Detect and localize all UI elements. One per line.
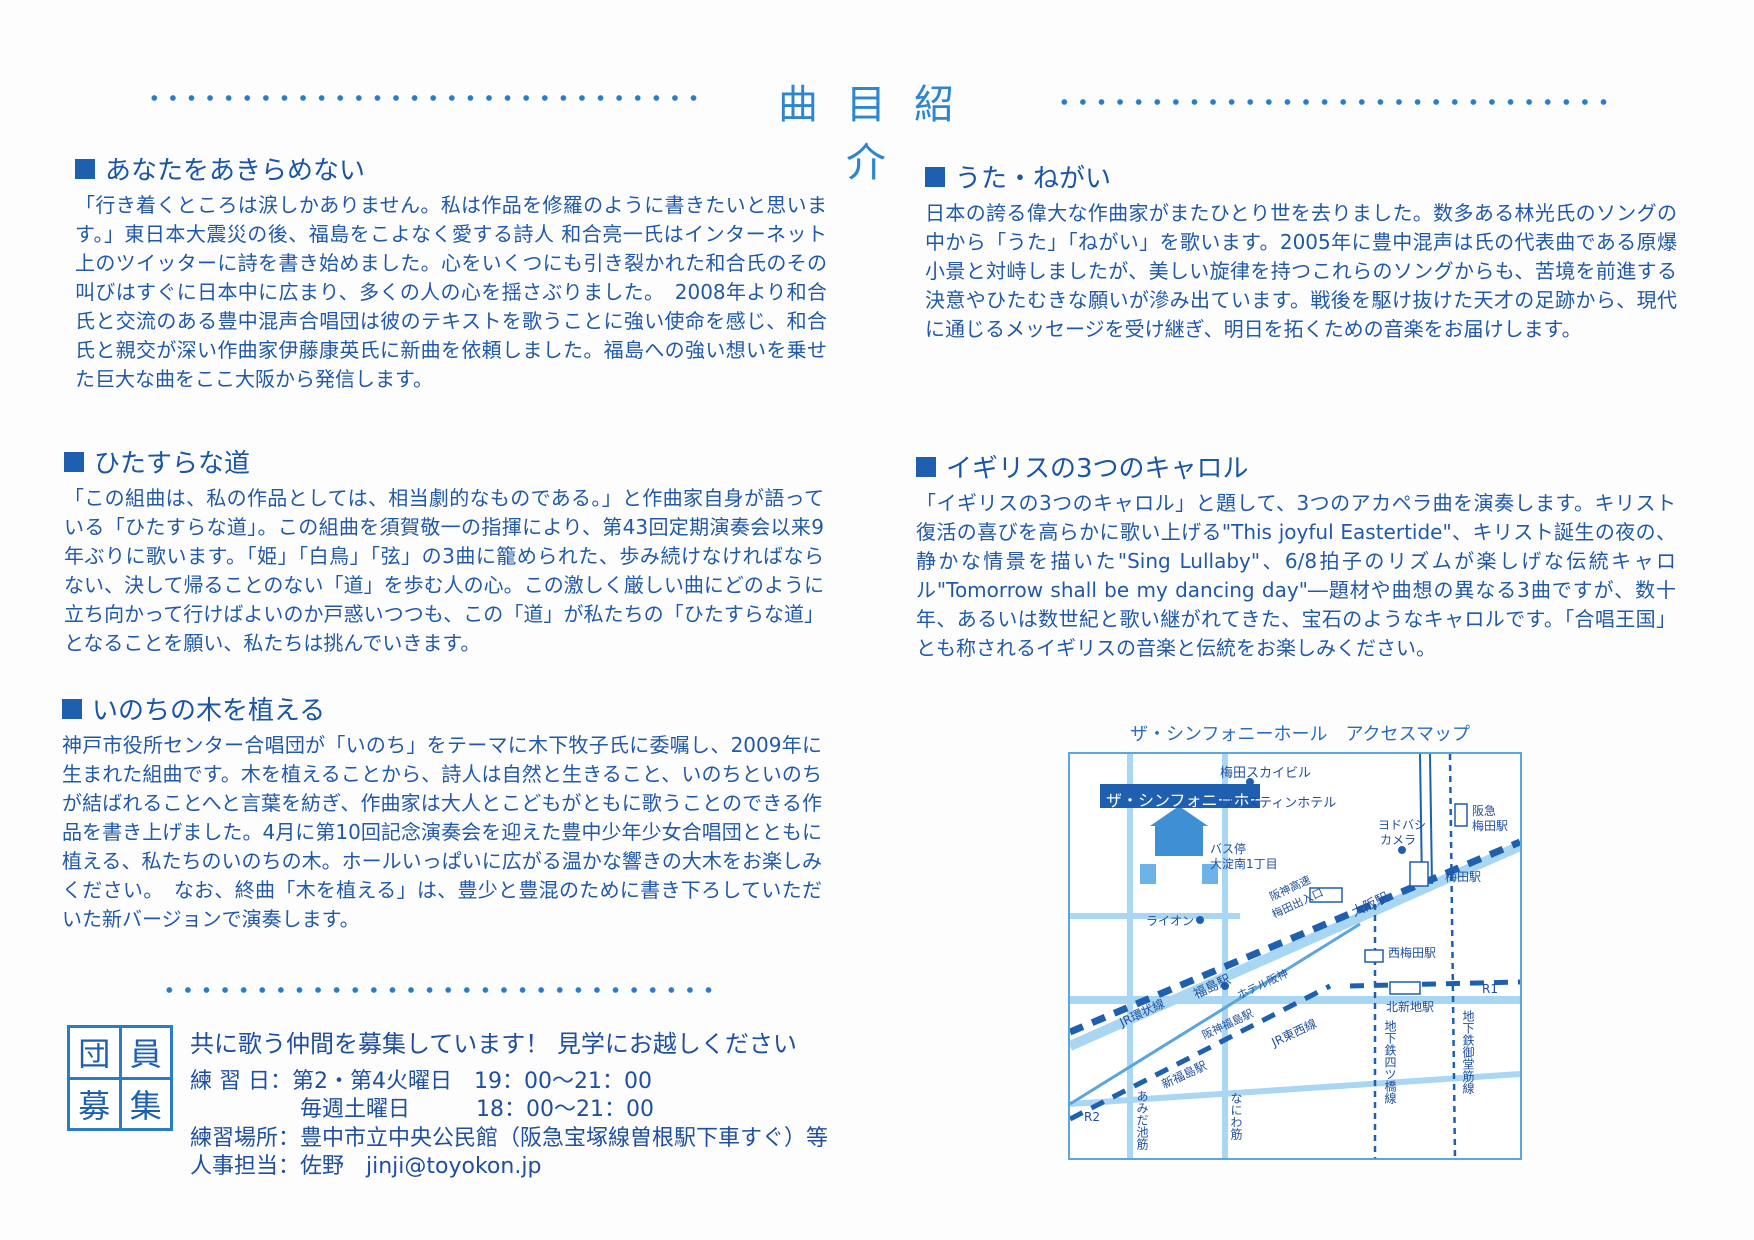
map-label: 北新地駅	[1386, 1000, 1435, 1014]
map-label: なにわ筋	[1229, 1092, 1243, 1140]
square-bullet-icon	[64, 451, 84, 472]
section-heading: ひたすらな道	[64, 443, 824, 480]
section-body: 神戸市役所センター合唱団が「いのち」をテーマに木下牧子氏に委嘱し、2009年に生…	[62, 733, 822, 931]
venue-label-box	[1100, 784, 1260, 808]
map-label: 阪急	[1472, 804, 1497, 818]
tree-icon	[1202, 864, 1218, 884]
recruit-headline: 共に歌う仲間を募集しています！ 見学にお越しください	[190, 1030, 797, 1058]
section-hitasura: ひたすらな道 「この組曲は、私の作品としては、相当劇的なものである。」と作曲家自…	[64, 443, 824, 658]
station-kitashinchi-box	[1389, 981, 1421, 995]
map-label: ウエスティンホテル	[1220, 796, 1337, 811]
map-label: バス停	[1210, 842, 1247, 856]
section-anata: あなたをあきらめない 「行き着くところは涙しかありません。私は作品を修羅のように…	[75, 150, 827, 394]
recruit-row: 練 習 日：第2・第4火曜日 19：00～21：00	[190, 1069, 652, 1094]
station-nishi-umeda-box	[1364, 949, 1384, 963]
map-label: ヨドバシ	[1378, 818, 1427, 832]
map-label: 西梅田駅	[1388, 946, 1437, 960]
rail-jr-loop	[1070, 838, 1520, 1036]
section-body: 「行き着くところは涙しかありません。私は作品を修羅のように書きたいと思います。」…	[75, 193, 827, 391]
map-label: R1	[1482, 982, 1498, 996]
tree-icon	[1140, 864, 1156, 884]
dot-lion	[1196, 916, 1204, 924]
square-bullet-icon	[75, 158, 95, 179]
access-map: ザ・シンフォニーホール 梅田スカイビル ウエスティンホテル ヨドバシ カメラ 阪…	[1068, 752, 1522, 1160]
header-dots-right	[1055, 98, 1615, 106]
recruit-dots	[160, 986, 720, 994]
section-heading: うた・ねがい	[925, 158, 1677, 195]
section-carols: イギリスの3つのキャロル 「イギリスの3つのキャロル」と題して、3つのアカペラ曲…	[916, 448, 1676, 663]
section-body: 「この組曲は、私の作品としては、相当劇的なものである。」と作曲家自身が語っている…	[64, 486, 824, 655]
map-title: ザ・シンフォニーホール アクセスマップ	[1130, 724, 1471, 745]
section-body: 日本の誇る偉大な作曲家がまたひとり世を去りました。数多ある林光氏のソングの中から…	[925, 201, 1677, 341]
map-venue-label: ザ・シンフォニーホール	[1106, 791, 1282, 810]
badge-char: 団	[70, 1028, 119, 1077]
recruit-row: 毎週土曜日 18：00～21：00	[300, 1097, 654, 1122]
dot-hotel-hanshin	[1221, 982, 1229, 990]
map-label: 大淀南1丁目	[1210, 857, 1278, 871]
rail-hankyu-b	[1429, 754, 1433, 885]
recruit-row: 練習場所：豊中市立中央公民館（阪急宝塚線曽根駅下車すぐ）等	[190, 1126, 829, 1151]
square-bullet-icon	[62, 698, 82, 719]
section-inochi: いのちの木を植える 神戸市役所センター合唱団が「いのち」をテーマに木下牧子氏に委…	[62, 690, 822, 934]
map-label: 梅田駅	[1445, 870, 1482, 884]
badge-char: 員	[121, 1028, 170, 1077]
rail-tozai-east	[1349, 979, 1520, 989]
rail-hanshin	[1070, 922, 1361, 1106]
section-uta-negai: うた・ねがい 日本の誇る偉大な作曲家がまたひとり世を去りました。数多ある林光氏の…	[925, 158, 1677, 344]
map-label: 梅田スカイビル	[1220, 766, 1312, 781]
venue-building-icon	[1155, 824, 1203, 856]
dot-yodobashi	[1398, 846, 1406, 854]
header-dots-left	[145, 94, 705, 102]
map-label: カメラ	[1380, 833, 1417, 847]
rail-jr-tozai	[1070, 983, 1332, 1122]
map-label: 地下鉄四ツ橋線	[1383, 1020, 1397, 1104]
map-label: R2	[1084, 1110, 1100, 1124]
badge-char: 集	[121, 1079, 170, 1128]
venue-roof-icon	[1150, 806, 1208, 826]
road-hanshin-exp	[1070, 841, 1520, 1051]
square-bullet-icon	[916, 456, 936, 477]
recruit-badge: 団 員 募 集	[67, 1025, 173, 1131]
road-r2	[1070, 1071, 1520, 1107]
map-label: 地下鉄御堂筋線	[1461, 1010, 1475, 1094]
square-bullet-icon	[925, 166, 945, 187]
map-label: ライオン	[1146, 914, 1195, 928]
map-label: 梅田駅	[1472, 819, 1509, 833]
recruit-row: 人事担当：佐野 jinji@toyokon.jp	[190, 1154, 542, 1179]
section-heading: いのちの木を植える	[62, 690, 822, 727]
map-label: あみだ池筋	[1135, 1090, 1149, 1150]
rail-midosuji	[1448, 754, 1457, 1158]
section-heading: イギリスの3つのキャロル	[916, 448, 1676, 485]
section-body: 「イギリスの3つのキャロル」と題して、3つのアカペラ曲を演奏します。キリスト復活…	[916, 491, 1676, 660]
badge-char: 募	[70, 1079, 119, 1128]
station-osaka-box	[1309, 887, 1343, 903]
map-svg	[1070, 754, 1520, 1158]
station-umeda-box	[1409, 861, 1429, 887]
station-hankyu-box	[1454, 803, 1468, 827]
section-heading: あなたをあきらめない	[75, 150, 827, 187]
page-title: 曲目紹介	[778, 82, 982, 186]
